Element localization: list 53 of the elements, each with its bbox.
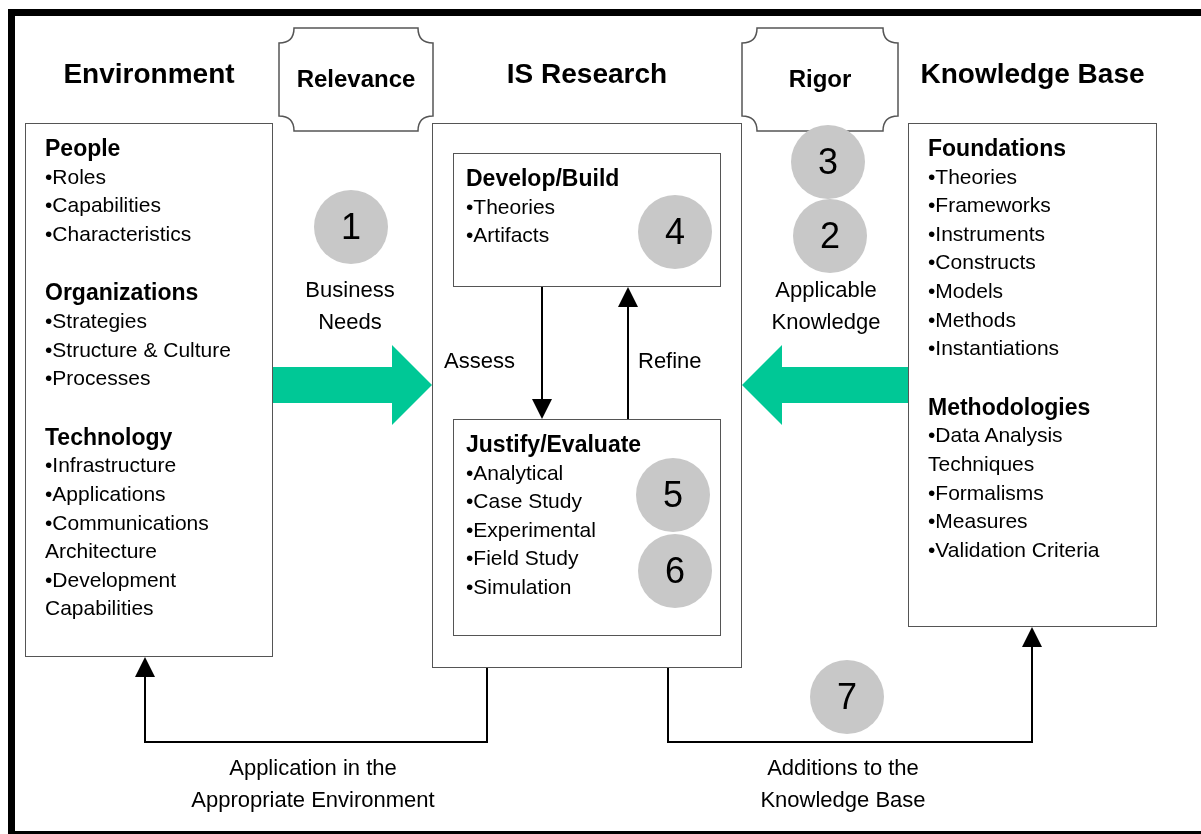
section-heading: People xyxy=(45,134,121,163)
column-heading: Knowledge Base xyxy=(919,58,1146,90)
section-heading: Develop/Build xyxy=(466,164,620,193)
section-heading: Justify/Evaluate xyxy=(466,430,642,459)
plaque-label: Relevance xyxy=(296,65,416,93)
number-circle: 2 xyxy=(793,199,867,273)
list-item: •Communications Architecture xyxy=(45,509,210,565)
column-heading: Environment xyxy=(62,58,236,90)
list-item: •Infrastructure xyxy=(45,452,177,479)
list-item: •Theories xyxy=(466,193,556,220)
list-item: •Characteristics xyxy=(45,220,192,247)
section-heading: Technology xyxy=(45,422,173,452)
list-item: •Strategies xyxy=(45,307,147,334)
list-item: •Constructs xyxy=(928,249,1036,276)
list-item: •Field Study xyxy=(466,545,579,572)
list-item: •Formalisms xyxy=(928,479,1044,506)
arrow xyxy=(667,627,1042,743)
number-circle: 1 xyxy=(314,190,388,264)
list-item: •Experimental xyxy=(466,516,596,543)
list-item: •Instruments xyxy=(928,220,1046,247)
section-heading: Methodologies xyxy=(928,392,1091,422)
number-circle: 6 xyxy=(638,534,712,608)
plaque-label: Rigor xyxy=(788,65,852,93)
list-item: •Roles xyxy=(45,163,107,190)
list-item: •Measures xyxy=(928,508,1028,535)
block-arrow xyxy=(742,345,908,425)
number-circle: 7 xyxy=(810,660,884,734)
arrow xyxy=(618,287,638,420)
arrow xyxy=(532,286,552,419)
section-heading: Foundations xyxy=(928,134,1066,163)
list-item: •Validation Criteria xyxy=(928,536,1100,563)
list-item: •Theories xyxy=(928,163,1018,190)
number-circle: 5 xyxy=(636,458,710,532)
list-item: •Processes xyxy=(45,365,151,392)
number-circle: 3 xyxy=(791,125,865,199)
list-item: •Methods xyxy=(928,306,1016,333)
list-item: •Development Capabilities xyxy=(45,566,178,622)
list-item: •Artifacts xyxy=(466,222,550,249)
list-item: •Structure & Culture xyxy=(45,336,231,363)
list-item: •Models xyxy=(928,277,1004,304)
number-circle: 4 xyxy=(638,195,712,269)
block-arrow xyxy=(273,345,432,425)
section-heading: Organizations xyxy=(45,278,199,307)
arrow xyxy=(135,657,488,743)
list-item: •Frameworks xyxy=(928,192,1051,219)
list-item: •Case Study xyxy=(466,488,582,515)
list-item: •Capabilities xyxy=(45,192,161,219)
list-item: •Simulation xyxy=(466,573,572,600)
list-item: •Applications xyxy=(45,480,166,507)
list-item: •Instantiations xyxy=(928,335,1060,362)
list-item: •Data Analysis Techniques xyxy=(928,422,1064,477)
column-heading: IS Research xyxy=(505,58,669,90)
list-item: •Analytical xyxy=(466,459,564,486)
